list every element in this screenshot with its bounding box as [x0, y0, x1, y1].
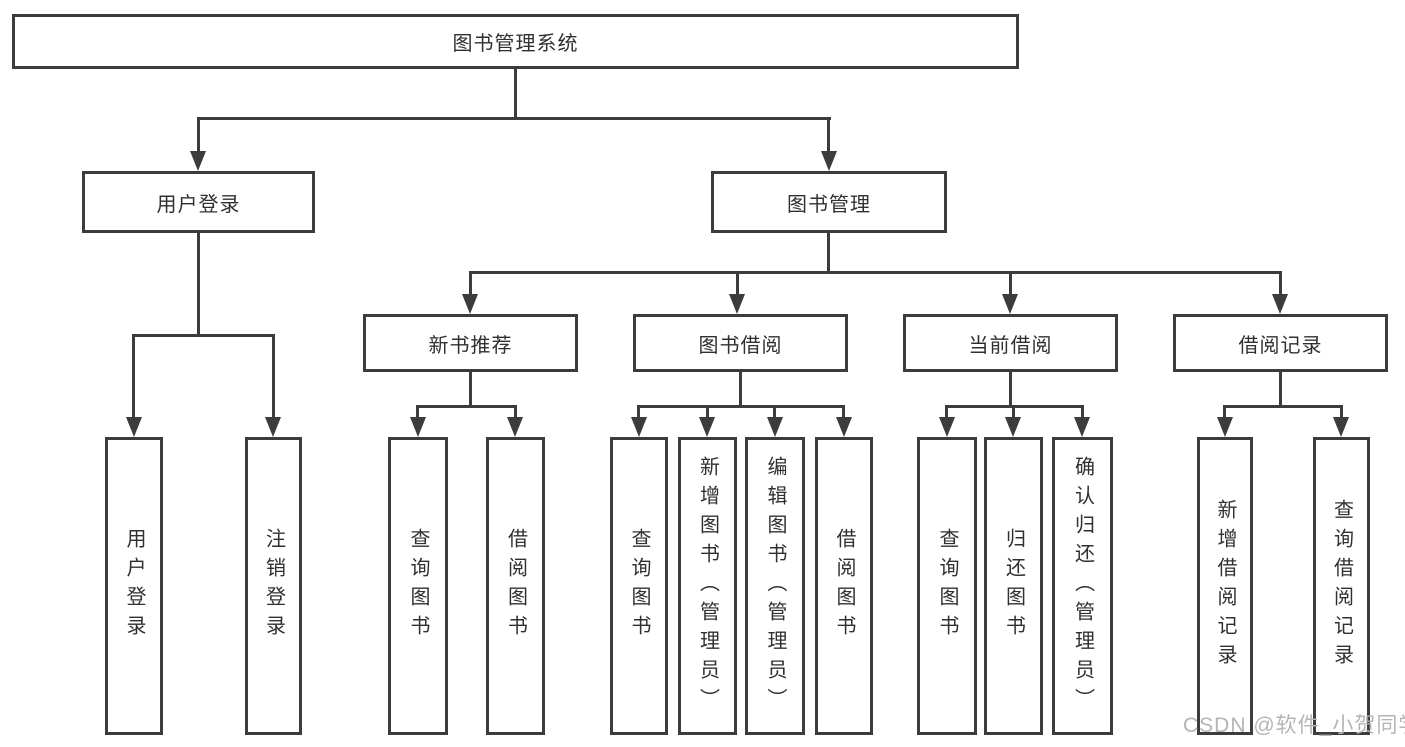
connector-line	[272, 334, 275, 420]
arrowhead-icon	[1074, 417, 1090, 437]
node-book-borrow: 图书借阅	[633, 314, 848, 372]
connector-line	[1279, 372, 1282, 408]
connector-line	[132, 334, 135, 420]
arrowhead-icon	[1005, 417, 1021, 437]
arrowhead-icon	[631, 417, 647, 437]
arrowhead-icon	[729, 294, 745, 314]
leaf-add-books-admin: 新增图书（管理员）	[678, 437, 737, 735]
leaf-borrow-books-recommend: 借阅图书	[486, 437, 545, 735]
leaf-add-borrow-record: 新增借阅记录	[1197, 437, 1253, 735]
connector-line	[637, 405, 845, 408]
connector-line	[469, 372, 472, 408]
connector-line	[514, 405, 517, 420]
node-book-management: 图书管理	[711, 171, 947, 233]
connector-line	[1009, 372, 1012, 408]
arrowhead-icon	[1217, 417, 1233, 437]
connector-line	[739, 372, 742, 408]
leaf-query-borrow-record: 查询借阅记录	[1313, 437, 1370, 735]
connector-line	[1340, 405, 1343, 420]
leaf-query-books-recommend: 查询图书	[388, 437, 448, 735]
arrowhead-icon	[126, 417, 142, 437]
csdn-watermark: CSDN @软件_小贺同学	[1183, 714, 1405, 737]
node-library-management-system: 图书管理系统	[12, 14, 1019, 69]
leaf-edit-books-admin: 编辑图书（管理员）	[745, 437, 805, 735]
arrowhead-icon	[265, 417, 281, 437]
leaf-return-books: 归还图书	[984, 437, 1043, 735]
node-user-login: 用户登录	[82, 171, 315, 233]
arrowhead-icon	[767, 417, 783, 437]
node-new-book-recommend: 新书推荐	[363, 314, 578, 372]
arrowhead-icon	[699, 417, 715, 437]
connector-line	[1279, 271, 1282, 298]
connector-line	[827, 233, 830, 274]
connector-line	[133, 334, 275, 337]
arrowhead-icon	[1272, 294, 1288, 314]
connector-line	[416, 405, 517, 408]
connector-line	[469, 271, 472, 298]
arrowhead-icon	[410, 417, 426, 437]
connector-line	[1009, 271, 1012, 298]
connector-line	[842, 405, 845, 420]
arrowhead-icon	[507, 417, 523, 437]
connector-line	[1012, 405, 1015, 420]
node-current-borrow: 当前借阅	[903, 314, 1118, 372]
connector-line	[1223, 405, 1343, 408]
connector-line	[736, 271, 739, 298]
arrowhead-icon	[1002, 294, 1018, 314]
leaf-query-books-current: 查询图书	[917, 437, 977, 735]
connector-line	[514, 69, 517, 119]
arrowhead-icon	[462, 294, 478, 314]
connector-line	[827, 117, 830, 155]
connector-line	[197, 117, 200, 155]
node-borrow-records: 借阅记录	[1173, 314, 1388, 372]
connector-line	[197, 117, 831, 120]
connector-line	[945, 405, 948, 420]
connector-line	[1081, 405, 1084, 420]
leaf-borrow-books: 借阅图书	[815, 437, 873, 735]
connector-line	[416, 405, 419, 420]
connector-line	[773, 405, 776, 420]
connector-line	[1223, 405, 1226, 420]
leaf-confirm-return-admin: 确认归还（管理员）	[1052, 437, 1113, 735]
leaf-query-books-borrow: 查询图书	[610, 437, 668, 735]
connector-line	[469, 271, 1282, 274]
arrowhead-icon	[1333, 417, 1349, 437]
arrowhead-icon	[821, 151, 837, 171]
leaf-user-login: 用户登录	[105, 437, 163, 735]
arrowhead-icon	[836, 417, 852, 437]
arrowhead-icon	[190, 151, 206, 171]
connector-line	[637, 405, 640, 420]
connector-line	[706, 405, 709, 420]
arrowhead-icon	[939, 417, 955, 437]
leaf-logout: 注销登录	[245, 437, 302, 735]
connector-line	[197, 233, 200, 337]
